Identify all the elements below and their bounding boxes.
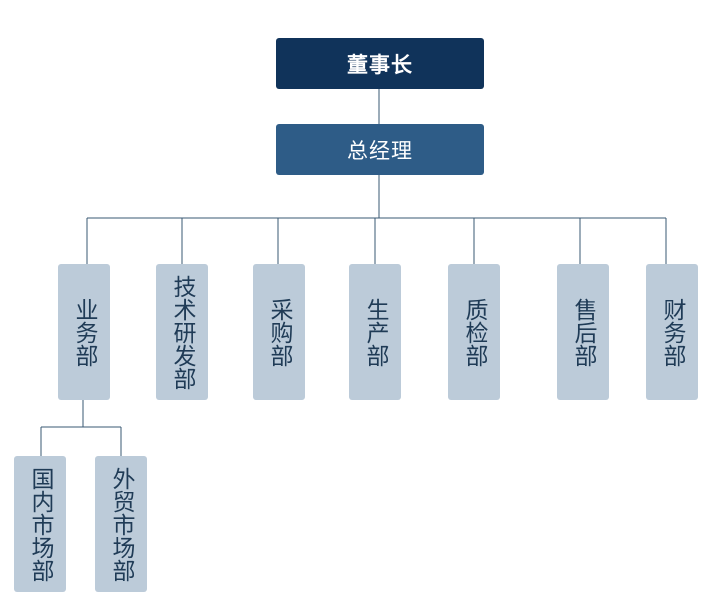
department-label: 售后部 xyxy=(570,297,596,367)
department-purchasing: 采购部 xyxy=(253,264,305,400)
general-manager-box: 总经理 xyxy=(276,124,484,175)
chairman-label: 董事长 xyxy=(347,52,413,77)
department-label: 财务部 xyxy=(659,297,685,367)
department-business: 业务部 xyxy=(58,264,110,400)
department-label: 业务部 xyxy=(71,297,97,367)
subunit-label: 国内市场部 xyxy=(27,466,53,582)
general-manager-label: 总经理 xyxy=(347,138,413,163)
department-after-sales: 售后部 xyxy=(557,264,609,400)
department-production: 生产部 xyxy=(349,264,401,400)
department-label: 采购部 xyxy=(266,297,292,367)
department-label: 质检部 xyxy=(461,297,487,367)
department-label: 生产部 xyxy=(362,297,388,367)
subunit-label: 外贸市场部 xyxy=(108,466,134,582)
department-finance: 财务部 xyxy=(646,264,698,400)
subunit-foreign-trade-market: 外贸市场部 xyxy=(95,456,147,592)
chairman-box: 董事长 xyxy=(276,38,484,89)
department-rnd: 技术研发部 xyxy=(156,264,208,400)
department-quality: 质检部 xyxy=(448,264,500,400)
department-label: 技术研发部 xyxy=(169,274,195,390)
subunit-domestic-market: 国内市场部 xyxy=(14,456,66,592)
